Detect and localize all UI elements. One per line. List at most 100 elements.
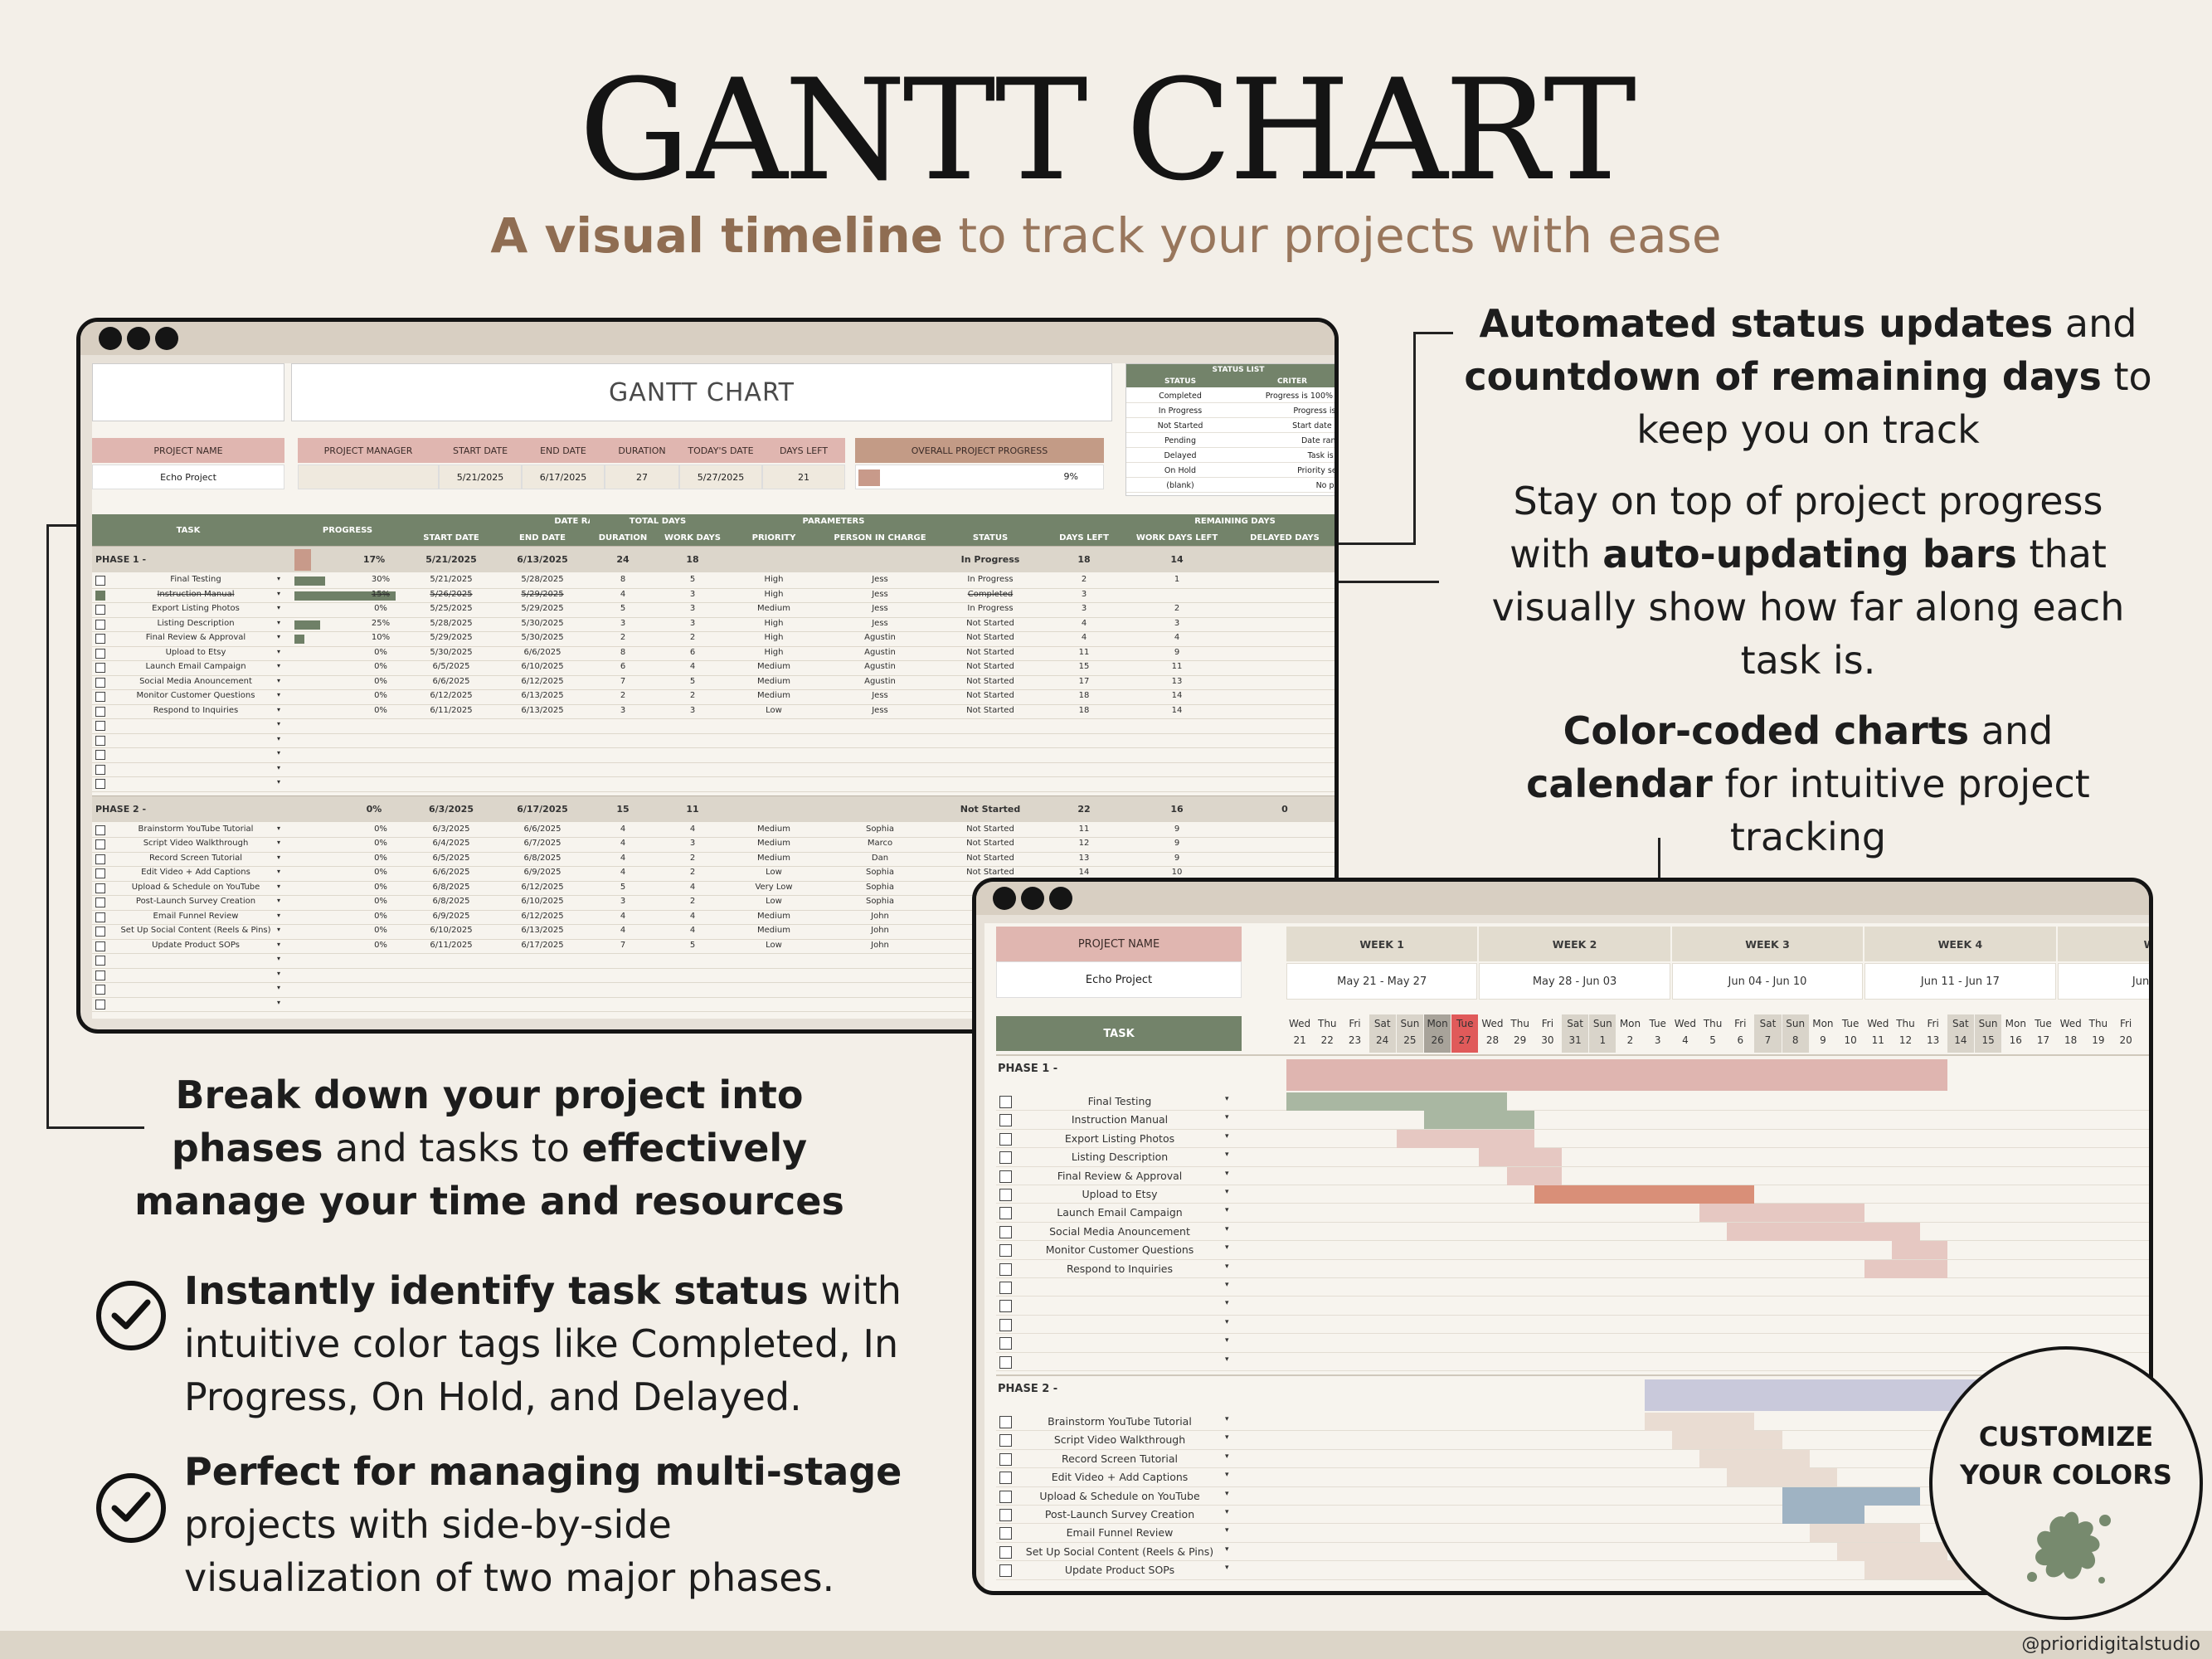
dropdown-icon[interactable]: ▾ — [276, 969, 280, 977]
task-checkbox[interactable] — [999, 1337, 1012, 1350]
task-checkbox[interactable] — [95, 619, 105, 630]
task-checkbox[interactable] — [95, 927, 105, 937]
task-checkbox[interactable] — [95, 735, 105, 746]
task-checkbox[interactable] — [95, 941, 105, 951]
task-checkbox[interactable] — [95, 868, 105, 878]
task-checkbox[interactable] — [95, 750, 105, 760]
task-checkbox[interactable] — [999, 1282, 1012, 1294]
dropdown-icon[interactable]: ▾ — [276, 868, 280, 875]
task-checkbox[interactable] — [999, 1318, 1012, 1331]
task-checkbox[interactable] — [95, 985, 105, 995]
dropdown-icon[interactable]: ▾ — [1225, 1206, 1229, 1215]
dropdown-icon[interactable]: ▾ — [1225, 1355, 1229, 1364]
task-checkbox[interactable] — [95, 721, 105, 731]
task-checkbox[interactable] — [95, 576, 105, 586]
dropdown-icon[interactable]: ▾ — [276, 720, 280, 727]
dropdown-icon[interactable]: ▾ — [1225, 1564, 1229, 1573]
dropdown-icon[interactable]: ▾ — [1225, 1243, 1229, 1253]
dropdown-icon[interactable]: ▾ — [276, 749, 280, 757]
dropdown-icon[interactable]: ▾ — [1225, 1452, 1229, 1461]
task-checkbox[interactable] — [999, 1452, 1012, 1466]
task-checkbox[interactable] — [95, 883, 105, 893]
task-checkbox[interactable] — [95, 663, 105, 673]
task-checkbox[interactable] — [999, 1114, 1012, 1127]
task-checkbox[interactable] — [95, 912, 105, 922]
dropdown-icon[interactable]: ▾ — [276, 589, 280, 597]
task-checkbox[interactable] — [999, 1416, 1012, 1428]
task-checkbox[interactable] — [95, 779, 105, 789]
dropdown-icon[interactable]: ▾ — [1225, 1336, 1229, 1345]
window-dot-icon[interactable] — [155, 327, 178, 350]
task-checkbox[interactable] — [95, 854, 105, 864]
task-checkbox[interactable] — [999, 1225, 1012, 1238]
task-checkbox[interactable] — [95, 839, 105, 849]
dropdown-icon[interactable]: ▾ — [276, 911, 280, 919]
dropdown-icon[interactable]: ▾ — [276, 824, 280, 832]
task-checkbox[interactable] — [999, 1262, 1012, 1276]
task-checkbox[interactable] — [95, 590, 105, 601]
info-value[interactable] — [298, 465, 439, 489]
dropdown-icon[interactable]: ▾ — [1225, 1489, 1229, 1498]
task-checkbox[interactable] — [95, 970, 105, 980]
task-checkbox[interactable] — [999, 1096, 1012, 1108]
task-checkbox[interactable] — [95, 605, 105, 615]
task-checkbox[interactable] — [95, 999, 105, 1010]
dropdown-icon[interactable]: ▾ — [1225, 1224, 1229, 1233]
dropdown-icon[interactable]: ▾ — [1225, 1095, 1229, 1103]
task-checkbox[interactable] — [999, 1244, 1012, 1258]
window-dot-icon[interactable] — [993, 887, 1016, 910]
dropdown-icon[interactable]: ▾ — [1225, 1299, 1229, 1308]
task-checkbox[interactable] — [999, 1207, 1012, 1220]
dropdown-icon[interactable]: ▾ — [276, 839, 280, 846]
dropdown-icon[interactable]: ▾ — [1225, 1131, 1229, 1141]
task-checkbox[interactable] — [95, 956, 105, 966]
dropdown-icon[interactable]: ▾ — [1225, 1151, 1229, 1160]
dropdown-icon[interactable]: ▾ — [1225, 1317, 1229, 1326]
dropdown-icon[interactable]: ▾ — [276, 763, 280, 771]
dropdown-icon[interactable]: ▾ — [276, 633, 280, 640]
dropdown-icon[interactable]: ▾ — [1225, 1526, 1229, 1535]
dropdown-icon[interactable]: ▾ — [1225, 1169, 1229, 1178]
task-checkbox[interactable] — [95, 764, 105, 775]
dropdown-icon[interactable]: ▾ — [276, 853, 280, 861]
task-checkbox[interactable] — [95, 648, 105, 659]
dropdown-icon[interactable]: ▾ — [276, 662, 280, 669]
task-checkbox[interactable] — [999, 1564, 1012, 1578]
task-checkbox[interactable] — [999, 1132, 1012, 1146]
window-dot-icon[interactable] — [99, 327, 122, 350]
task-checkbox[interactable] — [95, 634, 105, 644]
dropdown-icon[interactable]: ▾ — [1225, 1433, 1229, 1443]
info-value[interactable]: Echo Project — [92, 465, 284, 489]
task-checkbox[interactable] — [999, 1527, 1012, 1540]
task-checkbox[interactable] — [999, 1170, 1012, 1183]
window-dot-icon[interactable] — [1021, 887, 1044, 910]
dropdown-icon[interactable]: ▾ — [276, 691, 280, 698]
dropdown-icon[interactable]: ▾ — [1225, 1113, 1229, 1122]
dropdown-icon[interactable]: ▾ — [276, 778, 280, 786]
task-checkbox[interactable] — [999, 1151, 1012, 1165]
dropdown-icon[interactable]: ▾ — [276, 955, 280, 962]
dropdown-icon[interactable]: ▾ — [276, 618, 280, 626]
task-checkbox[interactable] — [95, 692, 105, 702]
dropdown-icon[interactable]: ▾ — [276, 647, 280, 655]
dropdown-icon[interactable]: ▾ — [276, 575, 280, 582]
dropdown-icon[interactable]: ▾ — [276, 984, 280, 991]
dropdown-icon[interactable]: ▾ — [1225, 1281, 1229, 1289]
task-checkbox[interactable] — [95, 706, 105, 717]
dropdown-icon[interactable]: ▾ — [1225, 1471, 1229, 1480]
task-checkbox[interactable] — [999, 1490, 1012, 1503]
task-checkbox[interactable] — [95, 898, 105, 907]
dropdown-icon[interactable]: ▾ — [276, 705, 280, 713]
window-dot-icon[interactable] — [127, 327, 150, 350]
dropdown-icon[interactable]: ▾ — [276, 897, 280, 904]
task-checkbox[interactable] — [999, 1472, 1012, 1485]
dropdown-icon[interactable]: ▾ — [276, 926, 280, 933]
task-checkbox[interactable] — [95, 825, 105, 835]
task-checkbox[interactable] — [999, 1300, 1012, 1313]
task-checkbox[interactable] — [999, 1545, 1012, 1559]
dropdown-icon[interactable]: ▾ — [1225, 1415, 1229, 1423]
dropdown-icon[interactable]: ▾ — [276, 998, 280, 1006]
task-checkbox[interactable] — [999, 1434, 1012, 1447]
dropdown-icon[interactable]: ▾ — [276, 882, 280, 890]
dropdown-icon[interactable]: ▾ — [1225, 1262, 1229, 1271]
